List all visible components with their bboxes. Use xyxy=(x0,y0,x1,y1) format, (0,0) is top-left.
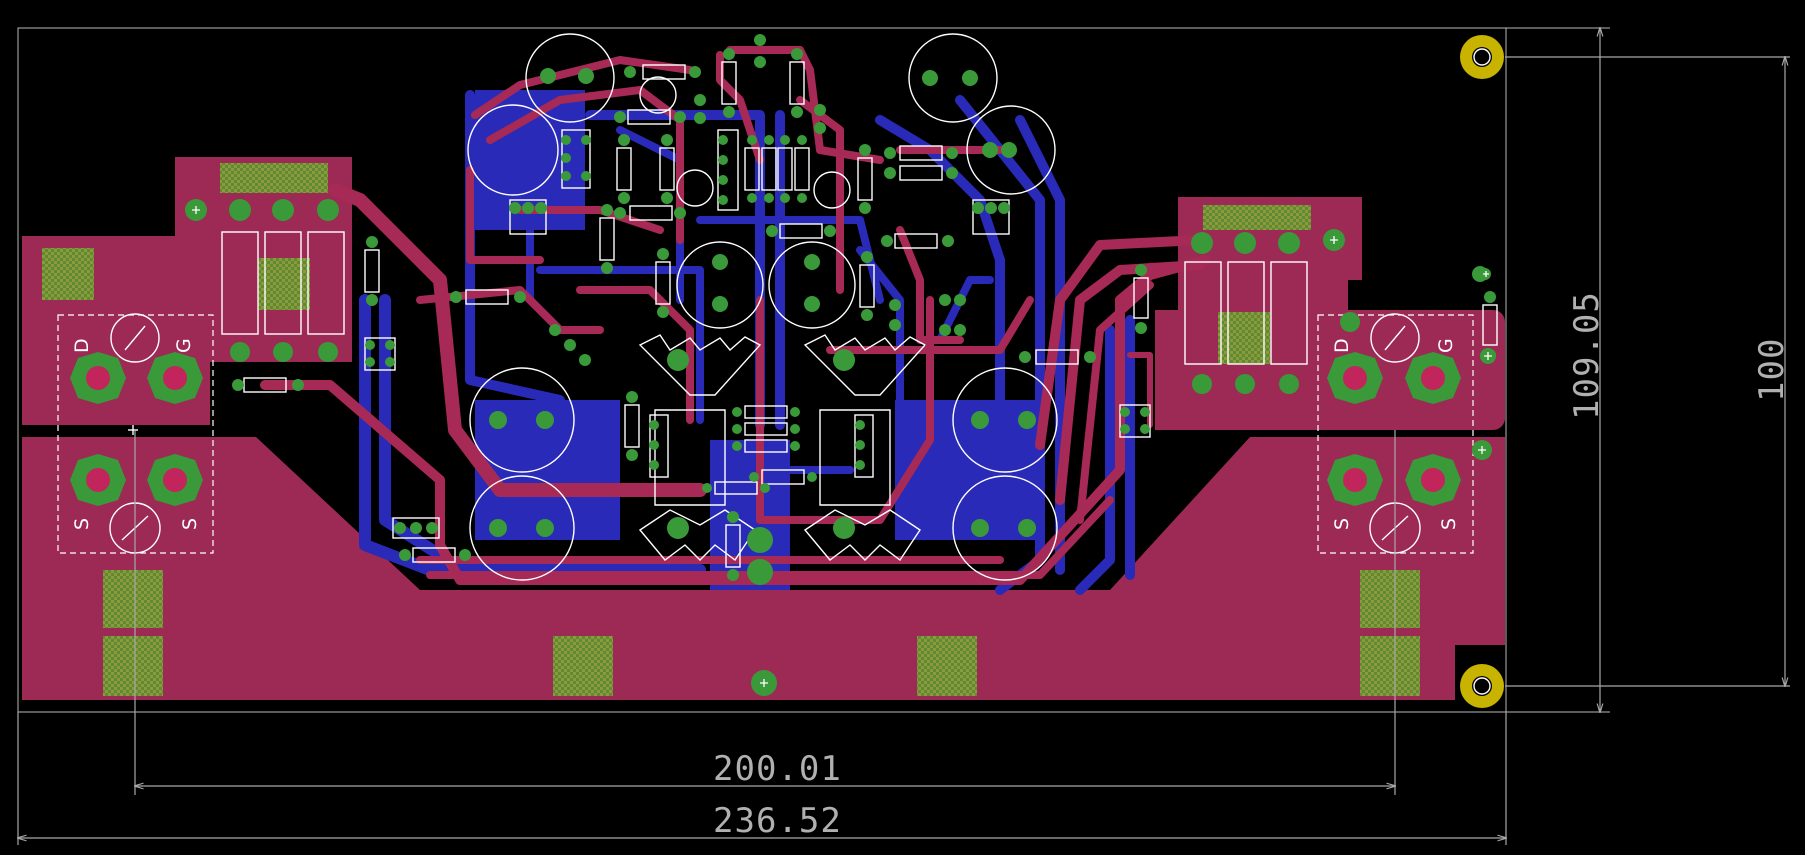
silkscreen-text: D G S S D G S S xyxy=(71,338,1460,530)
right-source-pad-b xyxy=(1405,454,1461,506)
left-gate-pad xyxy=(147,352,203,404)
dimension-height-outer: 109.05 xyxy=(1567,291,1607,420)
heatsink-outlines xyxy=(638,334,927,562)
left-drain-pad xyxy=(70,352,126,404)
left-source-label-b: S xyxy=(179,518,201,530)
right-source-pad-a xyxy=(1327,454,1383,506)
right-source-label-b: S xyxy=(1438,518,1460,530)
ground-pour-bottom xyxy=(22,437,1505,700)
right-gate-pad xyxy=(1405,352,1461,404)
left-gate-label: G xyxy=(173,338,195,353)
capacitor-outlines xyxy=(467,33,1058,581)
right-source-label-a: S xyxy=(1331,518,1353,530)
left-source-pad-b xyxy=(147,454,203,506)
mount-hole-bottom-right xyxy=(1460,664,1504,708)
dimension-width-inner: 200.01 xyxy=(713,749,842,789)
bottom-copper-traces xyxy=(359,90,1135,595)
dimension-annotations: 109.05 100 200.01 236.52 xyxy=(18,28,1792,845)
right-gate-label: G xyxy=(1435,338,1457,353)
left-source-pad-a xyxy=(70,454,126,506)
left-source-label-a: S xyxy=(71,518,93,530)
through-hole-pads xyxy=(70,34,1504,708)
right-drain-label: D xyxy=(1331,338,1353,353)
resistor-outlines xyxy=(221,61,1498,568)
board-outline xyxy=(17,27,1610,713)
top-copper-traces xyxy=(260,46,1210,585)
mount-hole-top-right xyxy=(1460,35,1504,79)
right-drain-pad xyxy=(1327,352,1383,404)
thermal-hatch-areas xyxy=(42,163,1420,696)
left-drain-label: D xyxy=(71,338,93,353)
dimension-width-outer: 236.52 xyxy=(713,801,842,841)
dimension-height-inner: 100 xyxy=(1752,338,1792,402)
